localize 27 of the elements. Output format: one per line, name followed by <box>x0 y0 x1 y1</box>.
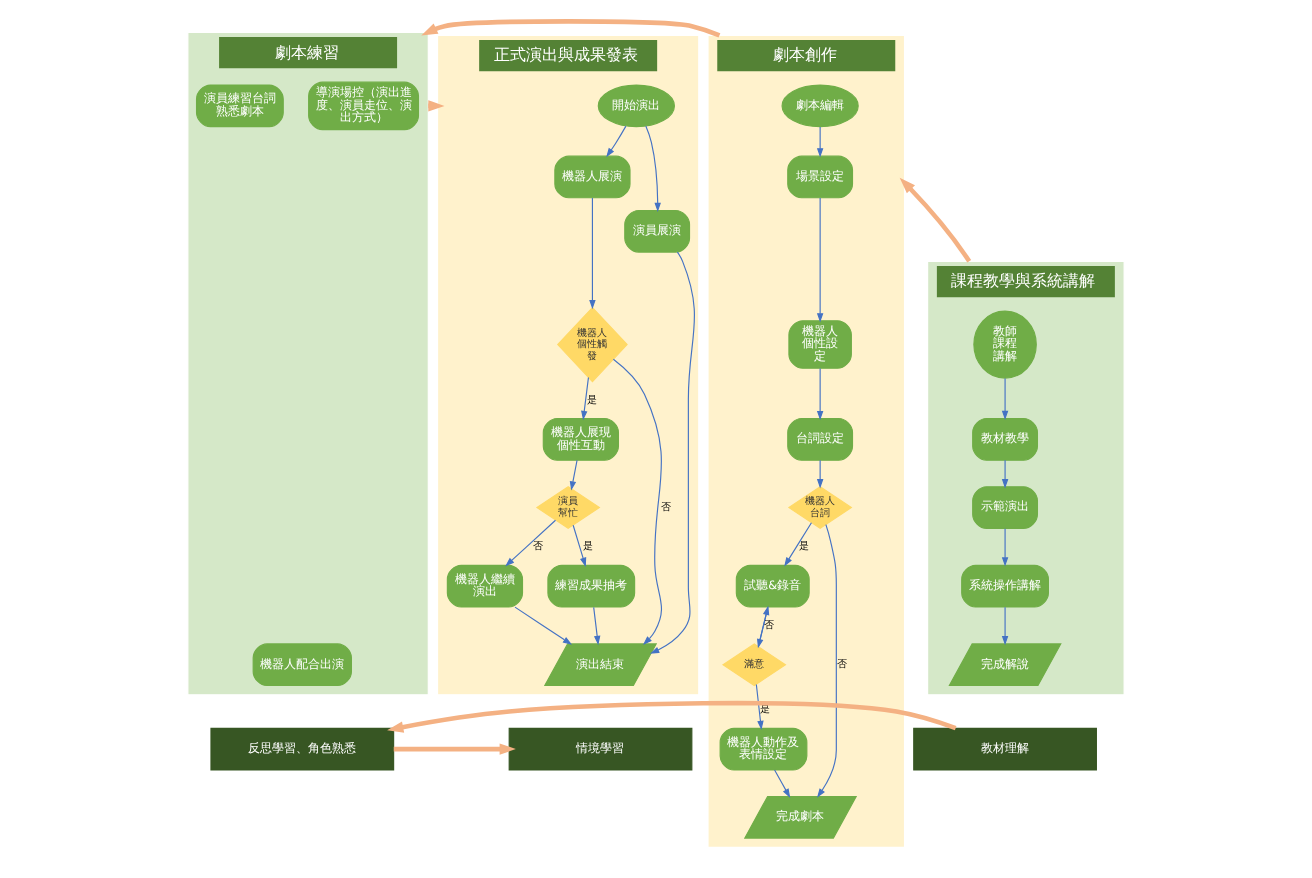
arrow <box>421 19 721 38</box>
arrow <box>569 459 578 491</box>
arrow <box>816 459 824 489</box>
arrow <box>649 251 696 654</box>
arrow <box>572 524 587 567</box>
arrow <box>1001 459 1009 489</box>
arrow <box>816 368 824 421</box>
arrow <box>1001 606 1009 646</box>
arrow <box>593 606 601 646</box>
arrow <box>612 358 663 645</box>
arrow <box>816 126 824 158</box>
arrow <box>514 606 573 645</box>
arrow <box>1001 528 1009 567</box>
arrow <box>755 683 764 730</box>
arrow <box>784 522 813 567</box>
arrow <box>606 125 627 158</box>
arrow <box>393 743 516 755</box>
arrow <box>645 125 661 213</box>
arrow <box>899 177 972 263</box>
arrow <box>816 524 837 798</box>
arrow <box>387 700 957 733</box>
arrow <box>589 197 596 310</box>
arrow <box>505 519 557 567</box>
arrow <box>1001 378 1009 421</box>
arrow <box>581 376 590 421</box>
arrow <box>816 197 824 323</box>
arrow <box>774 769 791 798</box>
